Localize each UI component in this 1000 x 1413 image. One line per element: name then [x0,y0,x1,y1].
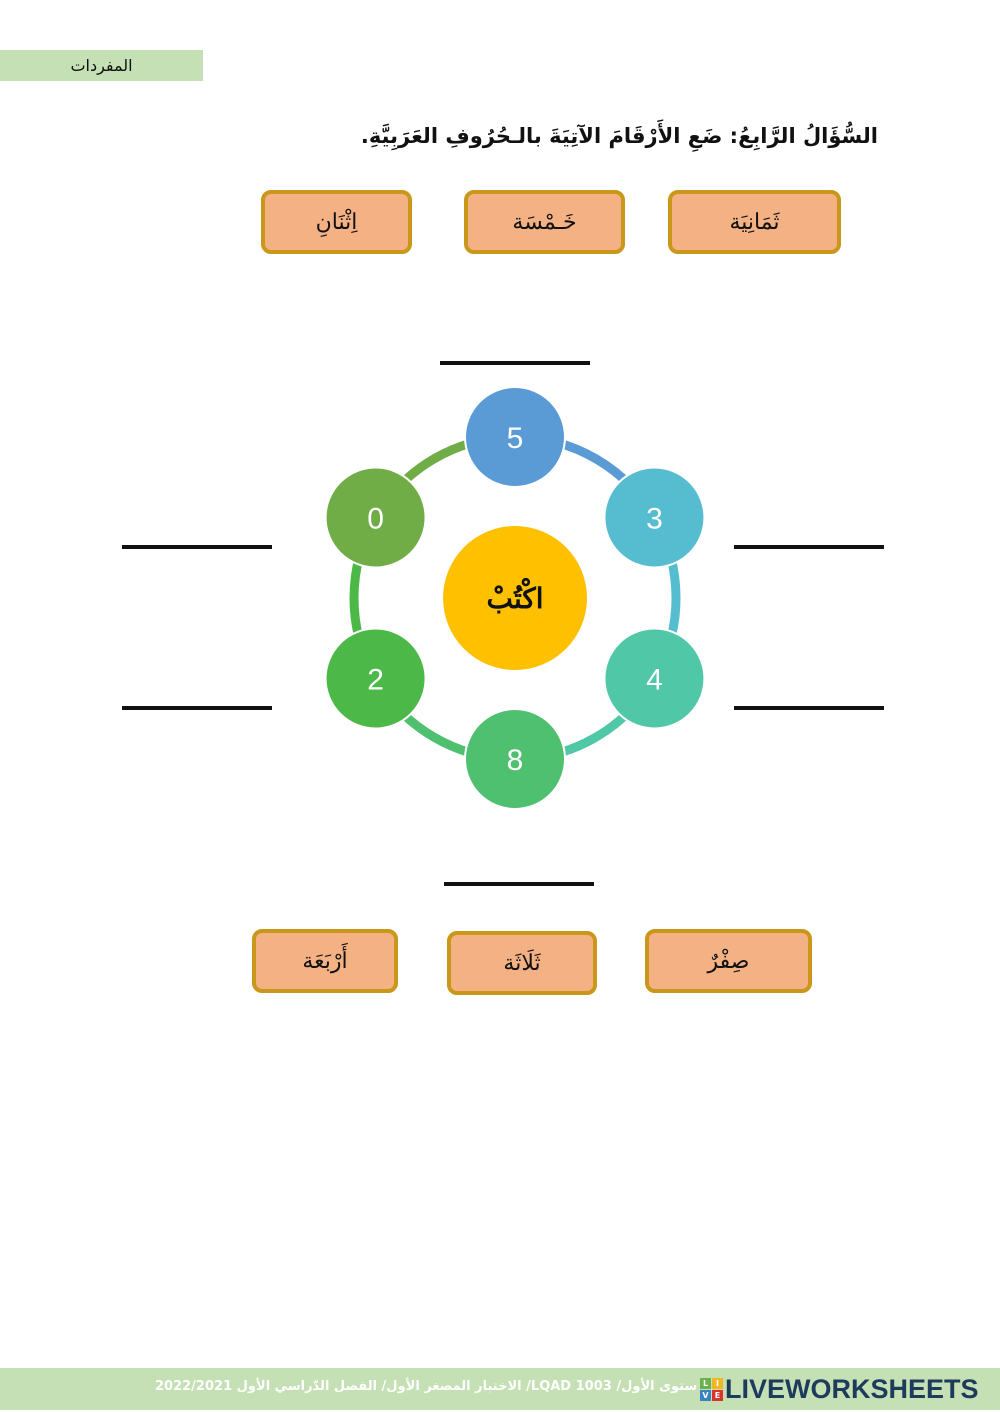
number-node [603,466,706,569]
number-node [464,386,566,488]
center-circle [443,526,587,670]
center-label: اكْتُبْ [486,577,543,615]
number-node [324,627,427,730]
section-tag: المفردات [0,50,203,81]
answer-line-3[interactable] [734,545,884,549]
footer-text: ستوى الأول/ LQAD 1003/ الاختبار المصغر ا… [155,1379,698,1394]
logo-text: LIVEWORKSHEETS [725,1374,979,1404]
number-label: 2 [367,664,384,697]
answer-line-5[interactable] [440,361,590,365]
word-card[interactable]: خَـمْسَة [464,190,625,254]
number-label: 5 [507,422,524,455]
number-label: 0 [367,503,384,536]
word-card[interactable]: ثَمَانِيَة [668,190,841,254]
answer-line-8[interactable] [444,882,594,886]
question-title: السُّؤَالُ الرَّابِعُ: ضَعِ الأَرْقَامَ … [360,124,878,148]
answer-line-2[interactable] [122,706,272,710]
word-card[interactable]: ثَلَاثَة [447,931,597,995]
word-card[interactable]: صِفْرٌ [645,929,812,993]
word-card[interactable]: اِثْنَانِ [261,190,412,254]
number-node [603,627,706,730]
number-label: 4 [646,664,663,697]
word-card[interactable]: أَرْبَعَة [252,929,398,993]
number-label: 8 [507,744,524,777]
footer-band: ستوى الأول/ LQAD 1003/ الاختبار المصغر ا… [0,1368,1000,1410]
number-label: 3 [646,503,663,536]
number-node [464,708,566,810]
answer-line-0[interactable] [122,545,272,549]
answer-line-4[interactable] [734,706,884,710]
number-node [324,466,427,569]
